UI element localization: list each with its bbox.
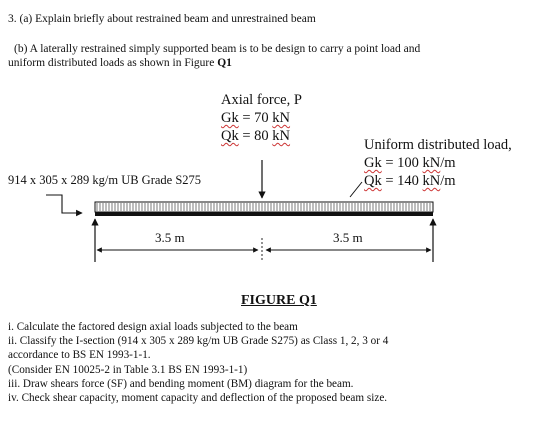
axial-force-title: Axial force, P	[221, 92, 302, 108]
axial-qk-symbol: Qk	[221, 128, 239, 144]
task-i: i. Calculate the factored design axial l…	[8, 321, 298, 333]
question-part-a: 3. (a) Explain briefly about restrained …	[8, 13, 316, 25]
section-leader-line	[46, 194, 83, 217]
span-right-label: 3.5 m	[333, 230, 363, 245]
udl-gk-unit: kN	[422, 155, 441, 171]
question-part-b-line1: (b) A laterally restrained simply suppor…	[14, 43, 421, 55]
udl-gk-rest: /m	[440, 155, 456, 171]
udl-qk-symbol: Qk	[364, 173, 382, 189]
beam	[95, 212, 433, 216]
axial-gk-unit: kN	[272, 110, 291, 126]
axial-force-gk: Gk = 70 kN	[221, 110, 290, 127]
axial-force-qk: Qk = 80 kN	[221, 128, 290, 145]
task-ii-line2: accordance to BS EN 1993-1-1.	[8, 349, 151, 362]
udl-qk: Qk = 140 kN/m	[364, 173, 456, 190]
udl-leader-line	[349, 181, 363, 198]
axial-qk-unit: kN	[272, 128, 291, 144]
axial-qk-value: = 80	[238, 128, 273, 144]
udl-title: Uniform distributed load,	[364, 137, 512, 153]
axial-gk-value: = 70	[238, 110, 273, 126]
udl-gk-symbol: Gk	[364, 155, 382, 171]
figure-reference: Q1	[217, 57, 232, 69]
section-label: 914 x 305 x 289 kg/m UB Grade S275	[8, 173, 202, 187]
span-left-label: 3.5 m	[155, 230, 185, 245]
question-part-b-line2: uniform distributed loads as shown in Fi…	[8, 57, 232, 69]
task-ii-line3: (Consider EN 10025-2 in Table 3.1 BS EN …	[8, 363, 248, 376]
task-iii: iii. Draw shears force (SF) and bending …	[8, 377, 354, 390]
udl-gk-value: = 100	[381, 155, 423, 171]
figure-title: FIGURE Q1	[241, 293, 317, 308]
task-iv: iv. Check shear capacity, moment capacit…	[8, 392, 388, 405]
axial-gk-symbol: Gk	[221, 110, 239, 126]
udl-gk: Gk = 100 kN/m	[364, 155, 456, 172]
udl-qk-value: = 140	[381, 173, 423, 189]
question-part-b-text: uniform distributed loads as shown in Fi…	[8, 57, 218, 69]
udl-qk-rest: /m	[440, 173, 456, 189]
task-ii-line1: ii. Classify the I-section (914 x 305 x …	[8, 335, 389, 348]
udl-hatch-lines	[96, 203, 431, 211]
task-list: i. Calculate the factored design axial l…	[8, 320, 388, 405]
udl-qk-unit: kN	[422, 173, 441, 189]
